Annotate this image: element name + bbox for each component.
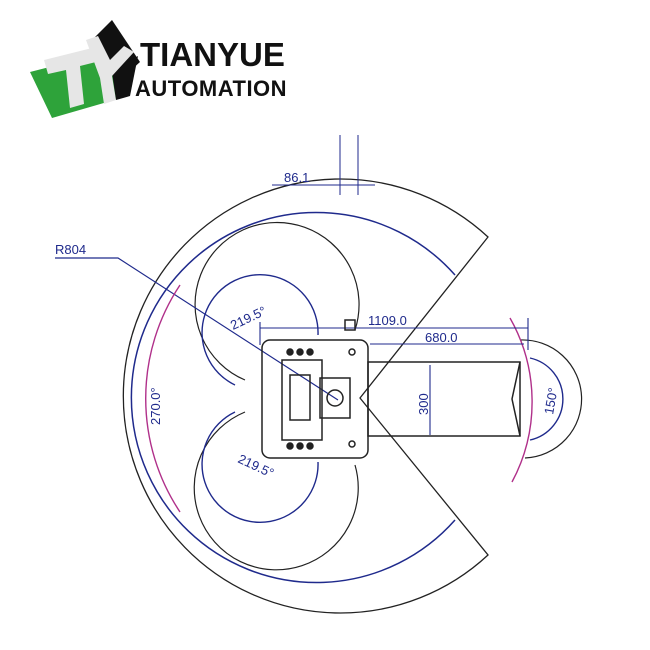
angle-lower-label: 219.5° — [236, 451, 277, 481]
angle-arc-upper — [201, 273, 319, 386]
reach-arm-label: 680.0 — [425, 330, 458, 345]
angle-arc-wrist — [529, 357, 564, 441]
radius-leader — [55, 257, 339, 401]
radius-label: R804 — [55, 242, 86, 257]
arm-width-label: 300 — [416, 393, 431, 415]
robot-base — [261, 319, 369, 459]
logo-mark — [30, 20, 140, 118]
wrist-envelope — [519, 339, 583, 459]
reach-total-label: 1109.0 — [368, 313, 407, 328]
logo-name: TIANYUE — [140, 36, 285, 73]
limit-arc-left — [145, 284, 181, 513]
angle-arc-main — [130, 211, 456, 584]
offset-dimension — [272, 135, 375, 195]
robot-arm — [367, 361, 521, 437]
angle-wrist-label: 150° — [541, 386, 560, 415]
logo-subtitle: AUTOMATION — [135, 76, 288, 101]
inner-envelope-upper — [194, 221, 360, 381]
offset-label: 86.1 — [284, 170, 309, 185]
inner-envelope-lower — [193, 411, 359, 571]
limit-arc-right — [509, 317, 533, 483]
angle-arc-lower — [201, 411, 319, 524]
outer-envelope — [122, 178, 489, 614]
angle-main-label: 270.0° — [148, 387, 163, 425]
